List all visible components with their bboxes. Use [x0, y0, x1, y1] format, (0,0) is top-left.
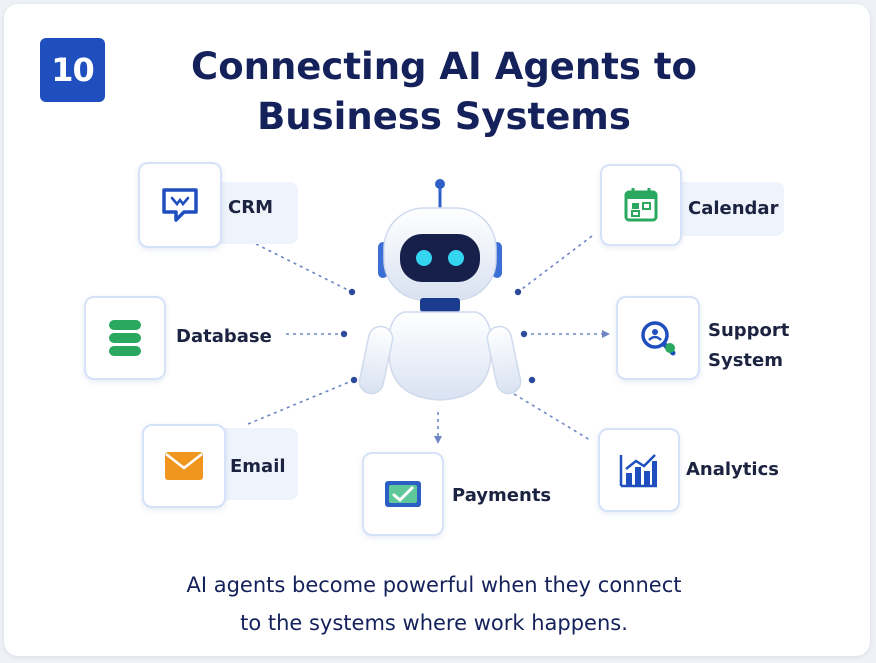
analytics-node[interactable]: [598, 428, 680, 512]
bar-chart-icon: [619, 454, 657, 488]
connector-dot-support: [520, 330, 528, 338]
connector-dot-crm: [348, 288, 356, 296]
database-icon: [109, 320, 141, 356]
robot-icon: [358, 179, 522, 401]
caption: AI agents become powerful when they conn…: [124, 566, 744, 642]
connector-arrow-payments: [434, 436, 442, 444]
calendar-icon: [624, 188, 658, 222]
title-line-1: Connecting AI Agents to: [191, 45, 697, 88]
support-label-line-2: System: [708, 350, 783, 371]
page-title: Connecting AI Agents to Business Systems: [144, 42, 744, 142]
connector-calendar: [517, 235, 593, 293]
step-number-badge: 10: [40, 38, 105, 102]
title-line-2: Business Systems: [257, 95, 631, 138]
crm-label: CRM: [228, 197, 273, 218]
database-node[interactable]: [84, 296, 166, 380]
analytics-label: Analytics: [686, 459, 779, 480]
chat-bubble-icon: [162, 188, 198, 222]
connector-dot-email: [350, 376, 358, 384]
infographic-card: 10 Connecting AI Agents to Business Syst…: [4, 4, 870, 656]
support-system-label: Support System: [708, 316, 789, 376]
support-search-icon: [641, 321, 676, 356]
envelope-icon: [165, 452, 203, 480]
payments-label: Payments: [452, 485, 552, 506]
calendar-label: Calendar: [688, 198, 779, 219]
connector-crm: [255, 243, 353, 293]
support-system-node[interactable]: [616, 296, 700, 380]
email-label: Email: [230, 456, 286, 477]
connector-dot-calendar: [514, 288, 522, 296]
connector-arrow-support: [602, 330, 610, 338]
crm-node[interactable]: [138, 162, 222, 248]
connector-dot-database: [340, 330, 348, 338]
caption-line-1: AI agents become powerful when they conn…: [186, 573, 682, 597]
connector-analytics: [513, 393, 591, 441]
database-label: Database: [176, 326, 272, 347]
support-label-line-1: Support: [708, 320, 790, 341]
connector-lines: [247, 235, 610, 444]
payment-icon: [385, 481, 421, 507]
caption-line-2: to the systems where work happens.: [240, 611, 628, 635]
calendar-node[interactable]: [600, 164, 682, 246]
connector-dot-analytics: [528, 376, 536, 384]
email-node[interactable]: [142, 424, 226, 508]
payments-node[interactable]: [362, 452, 444, 536]
connector-email: [247, 379, 355, 425]
